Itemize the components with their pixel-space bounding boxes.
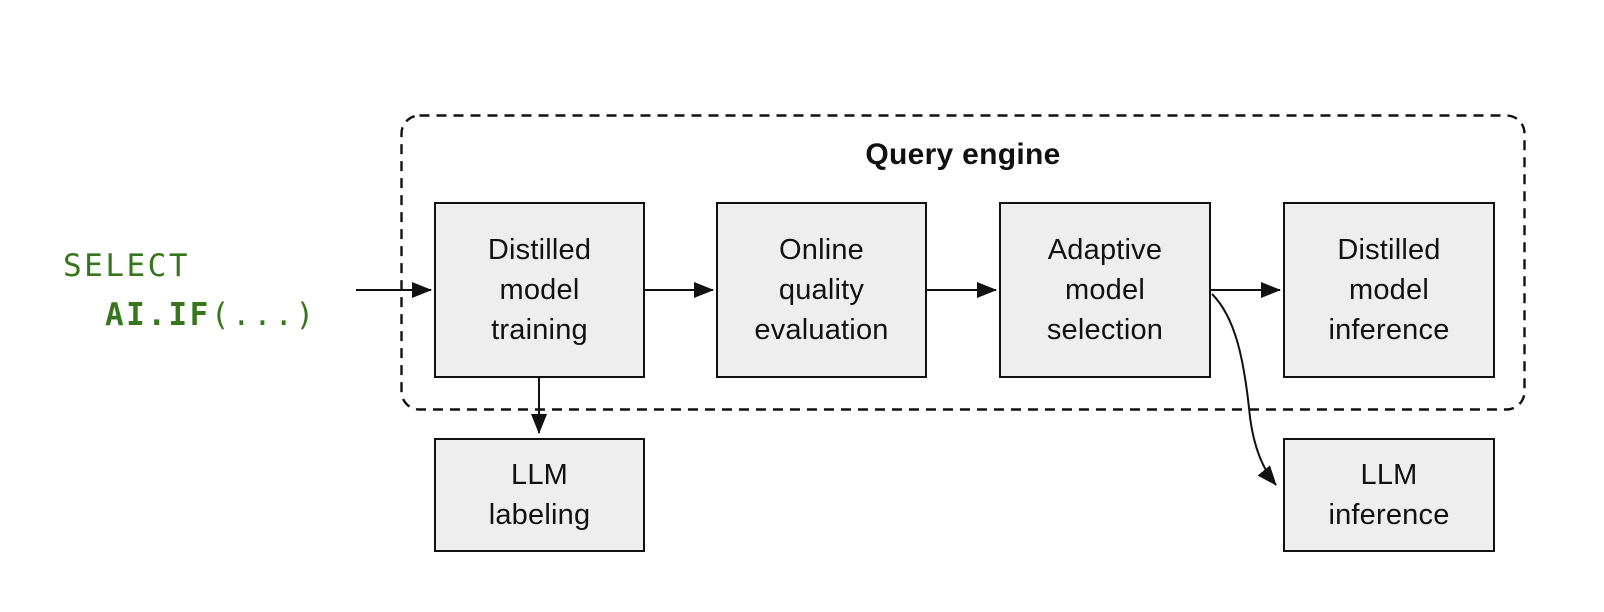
box-llm-inference: LLM inference bbox=[1283, 438, 1495, 552]
query-engine-title: Query engine bbox=[865, 138, 1061, 171]
box-distilled-model-training: Distilled model training bbox=[434, 202, 645, 378]
sql-ai-if-function: AI.IF bbox=[105, 297, 211, 333]
sql-ai-if-call: AI.IF(...) bbox=[63, 291, 317, 340]
arrow-selection-to-llm-inference bbox=[1211, 293, 1277, 486]
box-llm-labeling: LLM labeling bbox=[434, 438, 645, 552]
query-engine-dashed-border bbox=[400, 114, 1526, 411]
sql-ai-if-args: (...) bbox=[210, 297, 317, 333]
box-online-quality-evaluation: Online quality evaluation bbox=[716, 202, 927, 378]
box-distilled-model-inference: Distilled model inference bbox=[1283, 202, 1495, 378]
box-adaptive-model-selection: Adaptive model selection bbox=[999, 202, 1211, 378]
sql-snippet: SELECT AI.IF(...) bbox=[63, 242, 317, 340]
sql-select-keyword: SELECT bbox=[63, 248, 190, 284]
